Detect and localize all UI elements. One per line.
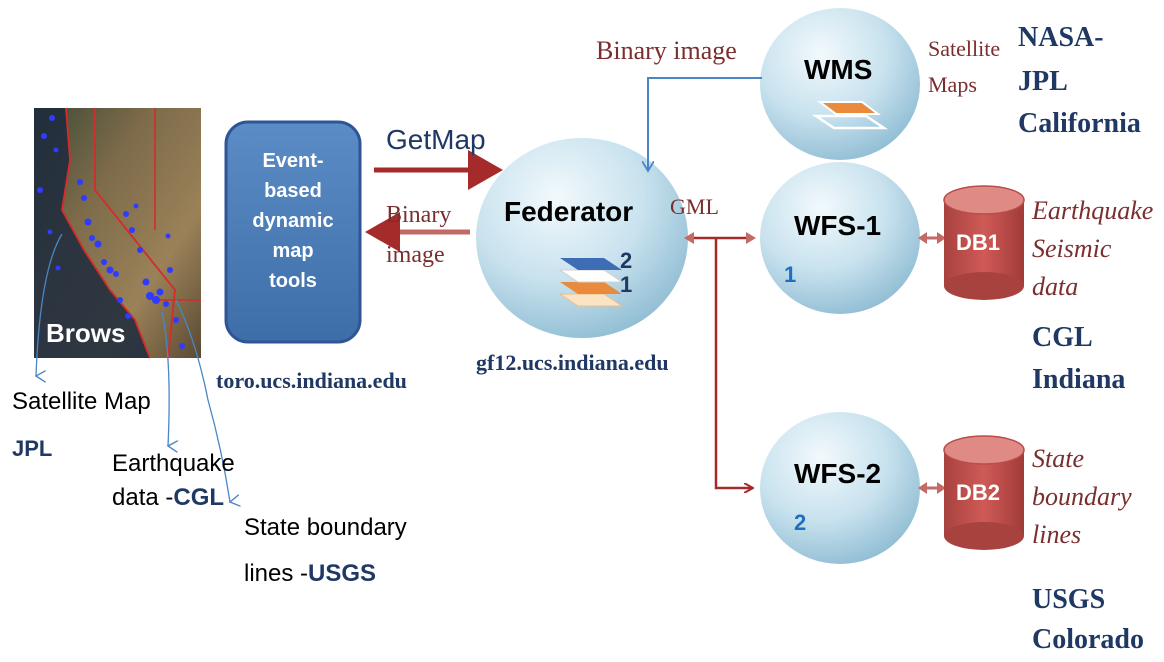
wfs2-provider-line1: USGS [1032,584,1106,615]
wfs2-sphere[interactable] [760,412,920,564]
federator-layers-icon [558,258,624,307]
map-tools-label-line: map [272,240,314,262]
db2-cylinder[interactable] [943,435,1025,550]
state-annotation-source: USGS [308,560,377,587]
wms-provider-line3: California [1018,108,1141,139]
map-tools-box[interactable] [224,120,362,344]
wfs2-data-line2: boundary [1032,482,1132,511]
getmap-label: GetMap [386,124,486,155]
map-tools-label: Event- based dynamic map tools [226,146,360,296]
state-annotation-line1: State boundary [244,514,407,541]
satellite-map-annotation: Satellite Map [12,388,151,415]
earthquake-annotation-line1: Earthquake [112,450,235,477]
binary-image-wms-label: Binary image [596,36,737,65]
satellite-map-source: JPL [12,436,53,461]
state-annotation-prefix: lines - [244,560,309,587]
db1-label: DB1 [956,230,1001,255]
wms-sphere[interactable] [760,8,920,160]
federator-wfs-connectors [684,232,756,488]
gml-label: GML [670,194,719,219]
federator-layer-number: 2 [620,248,633,273]
wms-data-line2: Maps [928,72,977,97]
wms-to-federator-arrow [648,77,762,170]
wfs1-provider-line2: Indiana [1032,364,1126,395]
federator-sphere[interactable] [476,138,688,338]
wfs1-data-line2: Seismic [1032,234,1112,263]
wfs1-label: WFS-1 [794,210,882,241]
earthquake-annotation-prefix: data - [112,484,174,511]
binary-image-client-label-line2: image [386,242,445,268]
wfs1-data-line1: Earthquake [1032,196,1154,225]
wms-provider-line2: JPL [1018,66,1068,97]
wfs1-sphere[interactable] [760,162,920,314]
map-annotation-lines [36,233,230,502]
wfs2-provider-line2: Colorado [1032,624,1144,655]
earthquake-points [37,115,185,349]
earthquake-annotation-line2: data -CGL [112,484,224,512]
map-tools-label-line: based [264,180,322,202]
wfs1-provider-line1: CGL [1032,322,1093,353]
wfs2-label: WFS-2 [794,458,882,489]
wfs2-data-line3: lines [1032,520,1082,549]
binary-image-client-label-line1: Binary [386,202,452,228]
map-label: Brows [46,318,126,348]
wfs2-data-line1: State [1032,444,1084,473]
federator-layer-number: 1 [620,272,633,297]
wms-provider-line1: NASA- [1018,22,1104,53]
wms-layer-icon [811,101,889,130]
earthquake-annotation-source: CGL [173,484,225,511]
client-host: toro.ucs.indiana.edu [216,368,407,393]
map-tools-label-line: tools [269,270,317,292]
federator-label: Federator [504,196,634,227]
wfs1-data-line3: data [1032,272,1079,301]
map-tools-label-line: Event- [262,150,324,172]
satellite-map-thumbnail[interactable] [34,107,201,359]
wfs2-number: 2 [794,510,807,535]
wfs-db-connectors [918,232,946,494]
wfs1-number: 1 [784,262,797,287]
db2-label: DB2 [956,480,1001,505]
wms-label: WMS [804,54,873,85]
map-tools-label-line: dynamic [252,210,334,232]
wms-data-line1: Satellite [928,36,1001,61]
state-annotation-line2: lines -USGS [244,560,376,588]
db1-cylinder[interactable] [943,185,1025,300]
federator-host: gf12.ucs.indiana.edu [476,350,669,375]
